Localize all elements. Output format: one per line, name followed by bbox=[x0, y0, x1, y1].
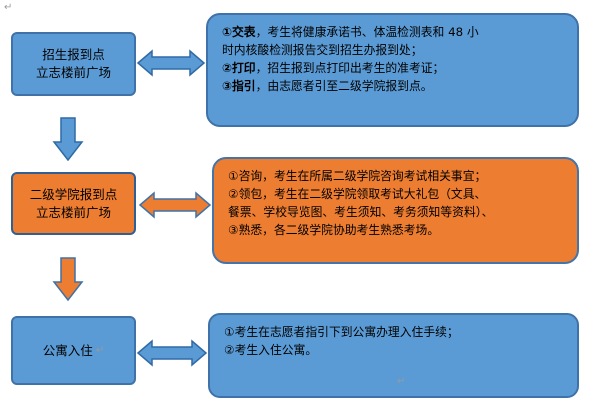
detail-line: ②打印，招生报到点打印出考生的准考证； bbox=[222, 61, 445, 75]
stage-title-dormitory: 公寓入住 bbox=[42, 342, 93, 358]
detail-line: 时内核酸检测报告交到招生办报到处； bbox=[222, 43, 423, 57]
stage-title-college: 二级学院报到点 立志楼前广场 bbox=[29, 186, 118, 220]
detail-line: ①咨询，考生在所属二级学院咨询考试相关事宜； bbox=[228, 169, 487, 183]
paragraph-mark: ↵ bbox=[397, 376, 406, 387]
detail-box-dormitory: ①考生在志愿者指引下到公寓办理入住手续； ②考生入住公寓。 ↵ bbox=[208, 313, 579, 398]
double-arrow-registration bbox=[136, 49, 206, 77]
down-arrow-2 bbox=[52, 257, 84, 302]
stage-box-registration: 招生报到点 立志楼前广场 bbox=[11, 32, 136, 96]
detail-line: ②领包，考生在二级学院领取考试大礼包（文具、 bbox=[228, 187, 487, 201]
stage-title-registration: 招生报到点 立志楼前广场 bbox=[35, 47, 111, 80]
detail-line: ③指引，由志愿者引至二级学院报到点。 bbox=[222, 79, 433, 93]
detail-line: ①考生在志愿者指引下到公寓办理入住手续； bbox=[224, 325, 459, 339]
detail-box-registration: ①交表，考生将健康承诺书、体温检测表和 48 小 时内核酸检测报告交到招生办报到… bbox=[206, 13, 579, 127]
detail-line: ③熟悉，各二级学院协助考生熟悉考场。 bbox=[228, 223, 440, 237]
stage-box-dormitory: 公寓入住 ↵ bbox=[11, 316, 136, 385]
detail-line: ①交表，考生将健康承诺书、体温检测表和 48 小 bbox=[222, 25, 479, 39]
detail-line: ②考生入住公寓。 bbox=[224, 343, 318, 357]
paragraph-mark: ↵ bbox=[95, 344, 105, 356]
paragraph-mark: ↵ bbox=[4, 2, 13, 13]
down-arrow-1 bbox=[52, 117, 84, 162]
detail-box-college: ①咨询，考生在所属二级学院咨询考试相关事宜； ②领包，考生在二级学院领取考试大礼… bbox=[212, 157, 579, 264]
double-arrow-dormitory bbox=[136, 339, 208, 367]
detail-line: 餐票、学校导览图、考生须知、考务须知等资料）、 bbox=[228, 205, 494, 219]
double-arrow-college bbox=[138, 191, 212, 219]
stage-box-college: 二级学院报到点 立志楼前广场 bbox=[11, 172, 136, 235]
